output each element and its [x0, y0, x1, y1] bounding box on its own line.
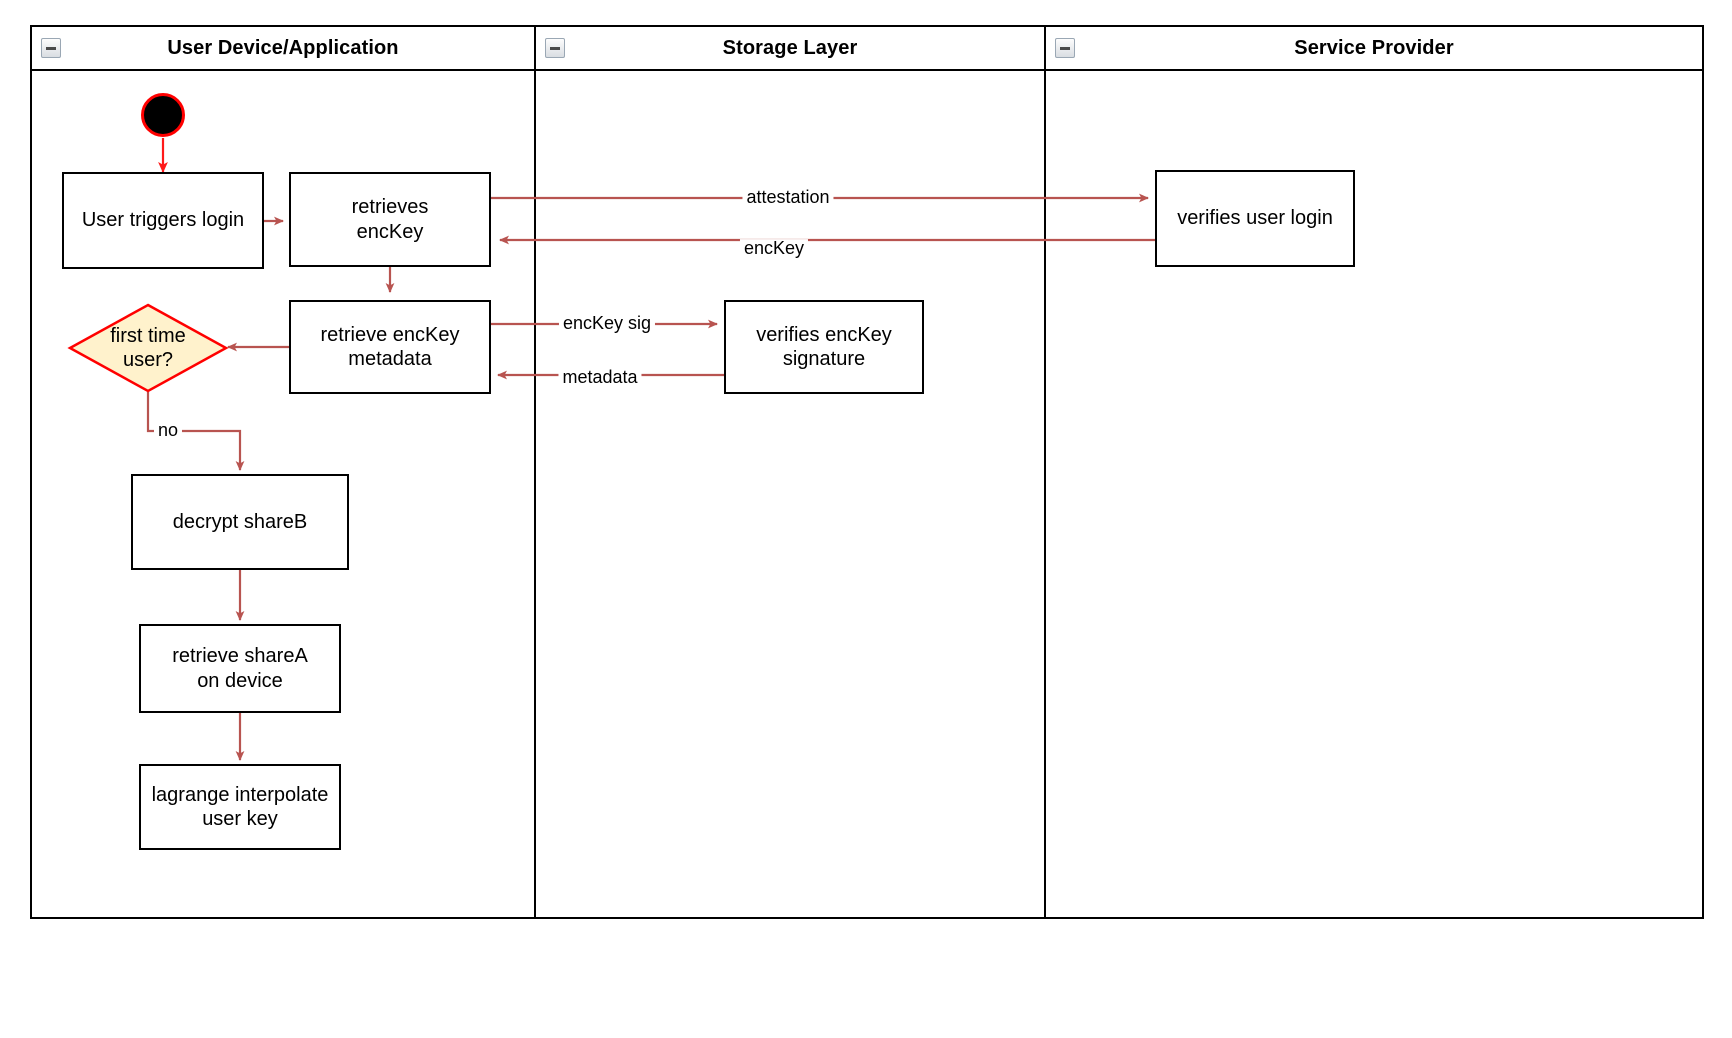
node-retrieves-enckey[interactable]: retrieves encKey [289, 172, 491, 267]
lane-divider-1 [534, 27, 536, 917]
node-retrieve-sharea-on-device[interactable]: retrieve shareA on device [139, 624, 341, 713]
collapse-minus-icon[interactable] [1055, 38, 1075, 58]
start-node[interactable] [141, 93, 185, 137]
edge-label-metadata: metadata [558, 367, 642, 388]
lane-header-user-device[interactable]: User Device/Application [32, 27, 534, 71]
node-label: retrieves encKey [351, 196, 429, 243]
lane-title-user-device: User Device/Application [167, 36, 399, 59]
lane-header-storage[interactable]: Storage Layer [536, 27, 1044, 71]
node-label: lagrange interpolate user key [151, 783, 329, 830]
decision-diamond-shape [67, 303, 229, 393]
lane-title-storage: Storage Layer [722, 36, 858, 59]
edge-label-attestation: attestation [742, 187, 834, 208]
node-retrieve-enckey-metadata[interactable]: retrieve encKey metadata [289, 300, 491, 394]
edge-label-enckey-sig: encKey sig [558, 313, 656, 334]
node-label: verifies encKey signature [756, 323, 892, 370]
node-verifies-enckey-signature[interactable]: verifies encKey signature [724, 300, 924, 394]
collapse-minus-icon[interactable] [41, 38, 61, 58]
node-first-time-user[interactable]: first time user? [67, 303, 229, 393]
node-decrypt-shareb[interactable]: decrypt shareB [131, 474, 349, 570]
node-label: retrieve shareA on device [172, 645, 308, 692]
node-lagrange-interpolate-user-key[interactable]: lagrange interpolate user key [139, 764, 341, 850]
lane-title-service-provider: Service Provider [1294, 36, 1454, 59]
node-label: User triggers login [81, 209, 245, 232]
collapse-minus-icon[interactable] [545, 38, 565, 58]
node-label: verifies user login [1177, 207, 1333, 230]
edge-label-enckey: encKey [739, 238, 809, 259]
node-label: first time user? [110, 325, 186, 371]
node-label: decrypt shareB [172, 510, 308, 533]
node-verifies-user-login[interactable]: verifies user login [1155, 170, 1355, 267]
lane-divider-2 [1044, 27, 1046, 917]
lane-header-service-provider[interactable]: Service Provider [1046, 27, 1702, 71]
node-label: retrieve encKey metadata [320, 323, 460, 370]
node-user-triggers-login[interactable]: User triggers login [62, 172, 264, 269]
edge-label-no: no [153, 420, 183, 441]
